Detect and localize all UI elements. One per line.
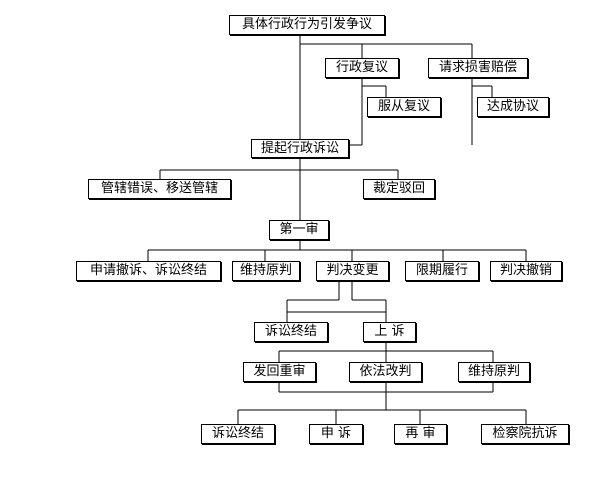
node-administrative-reconsideration: 行政复议 — [325, 58, 399, 78]
node-ruling-rejected: 裁定驳回 — [363, 179, 435, 199]
node-litigation-terminated-2: 诉讼终结 — [201, 424, 275, 444]
node-uphold-original-2: 维持原判 — [458, 362, 530, 382]
node-petition: 申 诉 — [309, 424, 363, 444]
node-jurisdiction-error: 管辖错误、移送管辖 — [88, 179, 231, 199]
node-reach-agreement: 达成协议 — [477, 97, 549, 117]
node-judgment-change: 判决变更 — [316, 261, 389, 281]
node-remand-retrial: 发回重审 — [243, 362, 316, 382]
node-uphold-original-1: 维持原判 — [232, 261, 300, 281]
node-first-instance: 第一审 — [269, 220, 329, 240]
node-litigation-terminated-1: 诉讼终结 — [254, 322, 328, 342]
node-root: 具体行政行为引发争议 — [229, 15, 385, 35]
node-amend-by-law: 依法改判 — [349, 362, 422, 382]
node-request-compensation: 请求损害赔偿 — [428, 58, 528, 78]
node-retrial: 再 审 — [394, 424, 447, 444]
node-deadline-performance: 限期履行 — [405, 261, 479, 281]
node-procuratorate-protest: 检察院抗诉 — [481, 424, 569, 444]
node-file-lawsuit: 提起行政诉讼 — [251, 139, 349, 158]
node-appeal: 上 诉 — [363, 322, 416, 342]
node-withdraw-terminate: 申请撤诉、诉讼终结 — [76, 261, 221, 281]
node-accept-reconsideration: 服从复议 — [367, 97, 441, 117]
node-judgment-revoke: 判决撤销 — [490, 261, 562, 281]
